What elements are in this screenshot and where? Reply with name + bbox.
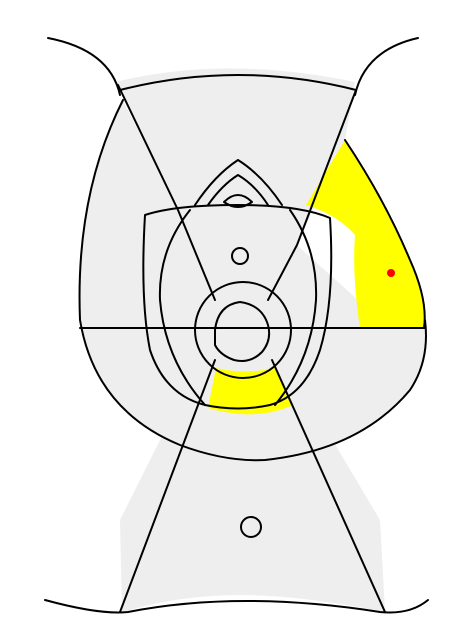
top-right-curve (355, 38, 418, 95)
selection-marker (387, 269, 395, 277)
top-left-curve (48, 38, 120, 95)
